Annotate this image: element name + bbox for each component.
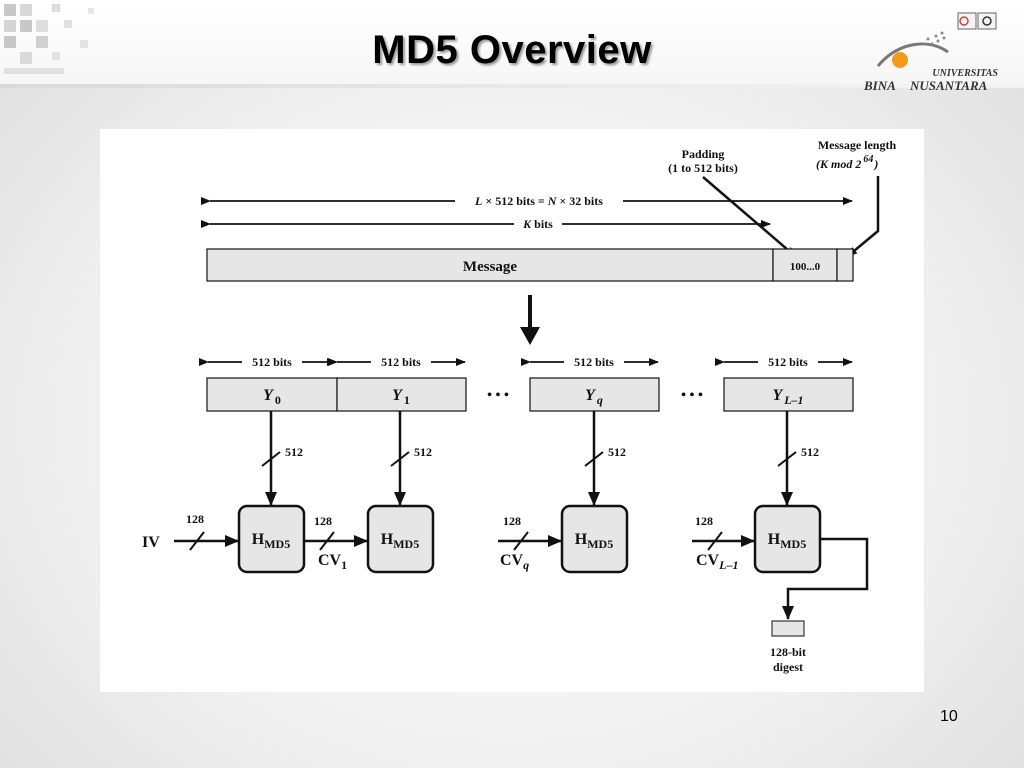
bus-128-cvq: 128 (498, 514, 562, 551)
hmd5-box-0 (237, 504, 306, 574)
digest-label-line2: digest (773, 660, 803, 674)
digest-output-arrow (782, 537, 869, 620)
svg-text:128: 128 (186, 512, 204, 526)
bus-512-q: 512 (584, 411, 626, 506)
hmd5-label-0: HMD5 (252, 531, 290, 551)
md5-diagram: Padding (1 to 512 bits) Message length (… (142, 138, 897, 674)
block-size-label-2: 512 bits (574, 355, 614, 369)
slide-title: MD5 Overview (372, 28, 652, 72)
svg-text:512: 512 (608, 445, 626, 459)
bus-128-iv: 128 (174, 512, 239, 551)
svg-text:512: 512 (801, 445, 819, 459)
block-size-label-0: 512 bits (252, 355, 292, 369)
university-logo: UNIVERSITAS BINA NUSANTARA (863, 12, 998, 93)
header-divider (0, 84, 1024, 88)
message-length-pointer-arrow (847, 176, 880, 257)
padding-range-label: (1 to 512 bits) (668, 161, 738, 175)
padding-bits-label: 100...0 (790, 261, 821, 273)
hmd5-label-1: HMD5 (381, 531, 419, 551)
digest-box (771, 620, 805, 637)
message-length-label: Message length (818, 138, 897, 152)
message-label: Message (463, 259, 517, 275)
ellipsis-1: • • • (487, 388, 509, 403)
digest-label-line1: 128-bit (770, 645, 806, 659)
hmd5-box-1 (366, 504, 435, 574)
cvq-label: CVq (500, 552, 529, 572)
block-size-label-1: 512 bits (381, 355, 421, 369)
diagram-panel: Padding (1 to 512 bits) Message length (… (100, 129, 924, 692)
iv-label: IV (142, 534, 160, 551)
k-bits-label: K bits (522, 217, 553, 231)
ellipsis-2: • • • (681, 388, 703, 403)
bus-512-0: 512 (261, 411, 303, 506)
expand-arrow-head (520, 327, 540, 345)
hmd5-label-l-1: HMD5 (768, 531, 806, 551)
svg-text:128: 128 (503, 514, 521, 528)
logo-text-line1: UNIVERSITAS (932, 68, 998, 79)
slide-header (0, 0, 1024, 86)
padding-pointer-arrow (702, 176, 796, 257)
svg-text:128: 128 (695, 514, 713, 528)
block-yq (529, 377, 660, 412)
length-block (836, 248, 854, 282)
svg-text:128: 128 (314, 514, 332, 528)
svg-text:512: 512 (285, 445, 303, 459)
logo-text-nusantara: NUSANTARA (909, 78, 988, 93)
logo-text-bina: BINA (863, 78, 896, 93)
total-length-label: L × 512 bits = N × 32 bits (474, 194, 603, 208)
bus-128-cvl-1: 128 (692, 514, 755, 551)
hmd5-label-q: HMD5 (575, 531, 613, 551)
padding-label: Padding (682, 147, 725, 161)
block-size-label-3: 512 bits (768, 355, 808, 369)
svg-text:512: 512 (414, 445, 432, 459)
cv1-label: CV1 (318, 552, 347, 572)
block-y1 (336, 377, 467, 412)
hmd5-box-q (560, 504, 629, 574)
block-yl-1 (723, 377, 854, 412)
page-number: 10 (940, 708, 958, 725)
bus-512-1: 512 (390, 411, 432, 506)
cvl-1-label: CVL–1 (696, 552, 738, 572)
bus-512-l-1: 512 (777, 411, 819, 506)
bus-128-cv1: 128 (304, 514, 368, 551)
